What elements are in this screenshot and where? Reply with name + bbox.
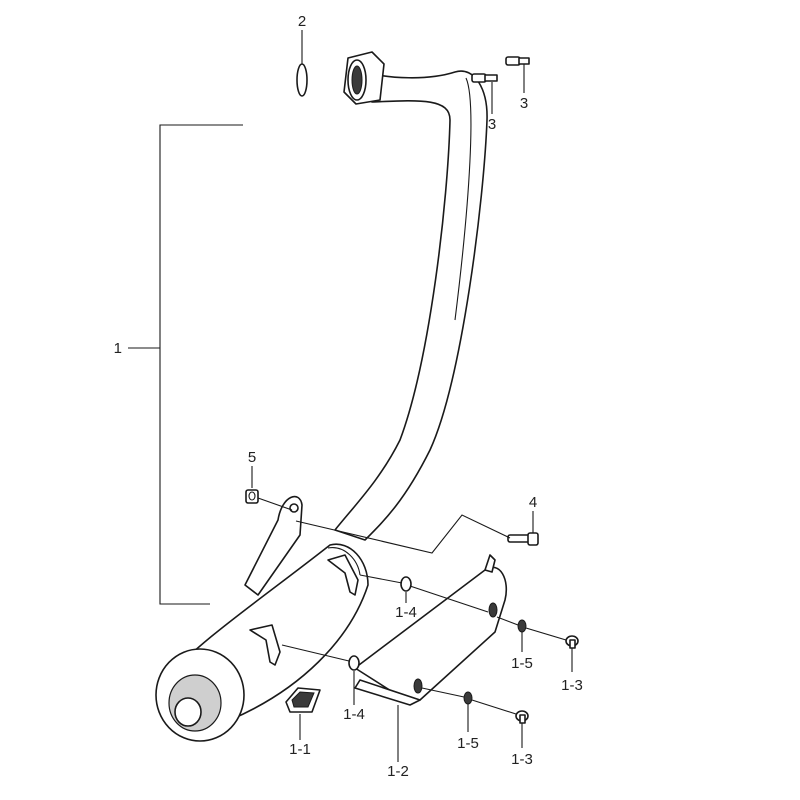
upper-washer-axis [409, 585, 489, 613]
callout-3a: 3 [488, 116, 496, 133]
callout-1-4a: 1-4 [395, 604, 417, 621]
callout-3b: 3 [520, 95, 528, 112]
screw-lower [515, 710, 529, 724]
washer-upper [400, 576, 412, 592]
spring-washer-upper [517, 619, 527, 633]
nut-axis-line [257, 497, 293, 511]
callout-4: 4 [529, 494, 537, 511]
bolt-axis-line [295, 514, 511, 554]
callout-1-1: 1-1 [289, 741, 311, 758]
upper-clip-axis [359, 574, 403, 584]
screw-upper [565, 635, 579, 649]
flange-nut [245, 489, 259, 504]
upper-bolt-axis-a [496, 616, 519, 626]
lower-clip-axis [281, 644, 350, 662]
gasket-ring [296, 63, 308, 97]
spring-washer-lower [463, 691, 473, 705]
stud-bolt-left [471, 73, 498, 83]
callout-1-2: 1-2 [387, 763, 409, 780]
mounting-bolt [507, 532, 539, 546]
upper-bolt-axis-b [525, 627, 567, 641]
assembly-bracket [159, 124, 243, 605]
exhaust-pipe [334, 69, 488, 541]
rubber-damper [285, 687, 321, 713]
callout-1-3a: 1-3 [561, 677, 583, 694]
callout-1-4b: 1-4 [343, 706, 365, 723]
callout-5: 5 [248, 449, 256, 466]
callout-1-5a: 1-5 [511, 655, 533, 672]
muffler-support-bracket [354, 554, 507, 706]
lower-bolt-axis-b [471, 699, 517, 715]
callout-1: 1 [114, 340, 122, 357]
lower-bolt-axis-a [421, 687, 465, 698]
upper-hanger-clip [327, 554, 359, 596]
callout-1-3b: 1-3 [511, 751, 533, 768]
muffler-front-bracket [244, 495, 303, 596]
exhaust-flange [343, 51, 385, 105]
stud-bolt-right [505, 56, 530, 66]
washer-lower [348, 655, 360, 671]
callout-2: 2 [298, 13, 306, 30]
callout-1-5b: 1-5 [457, 735, 479, 752]
lower-hanger-clip [249, 624, 281, 666]
